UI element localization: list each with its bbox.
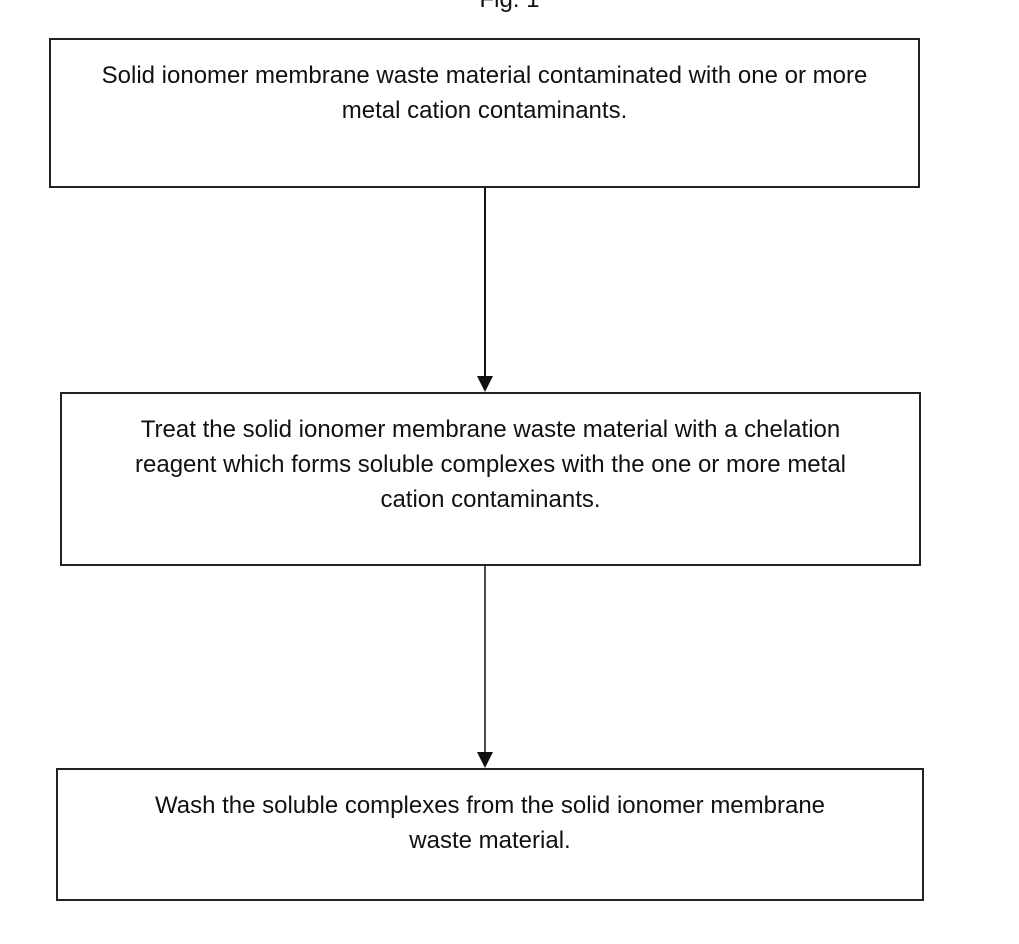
arrow-1-head [477, 376, 493, 392]
arrow-2-head [477, 752, 493, 768]
